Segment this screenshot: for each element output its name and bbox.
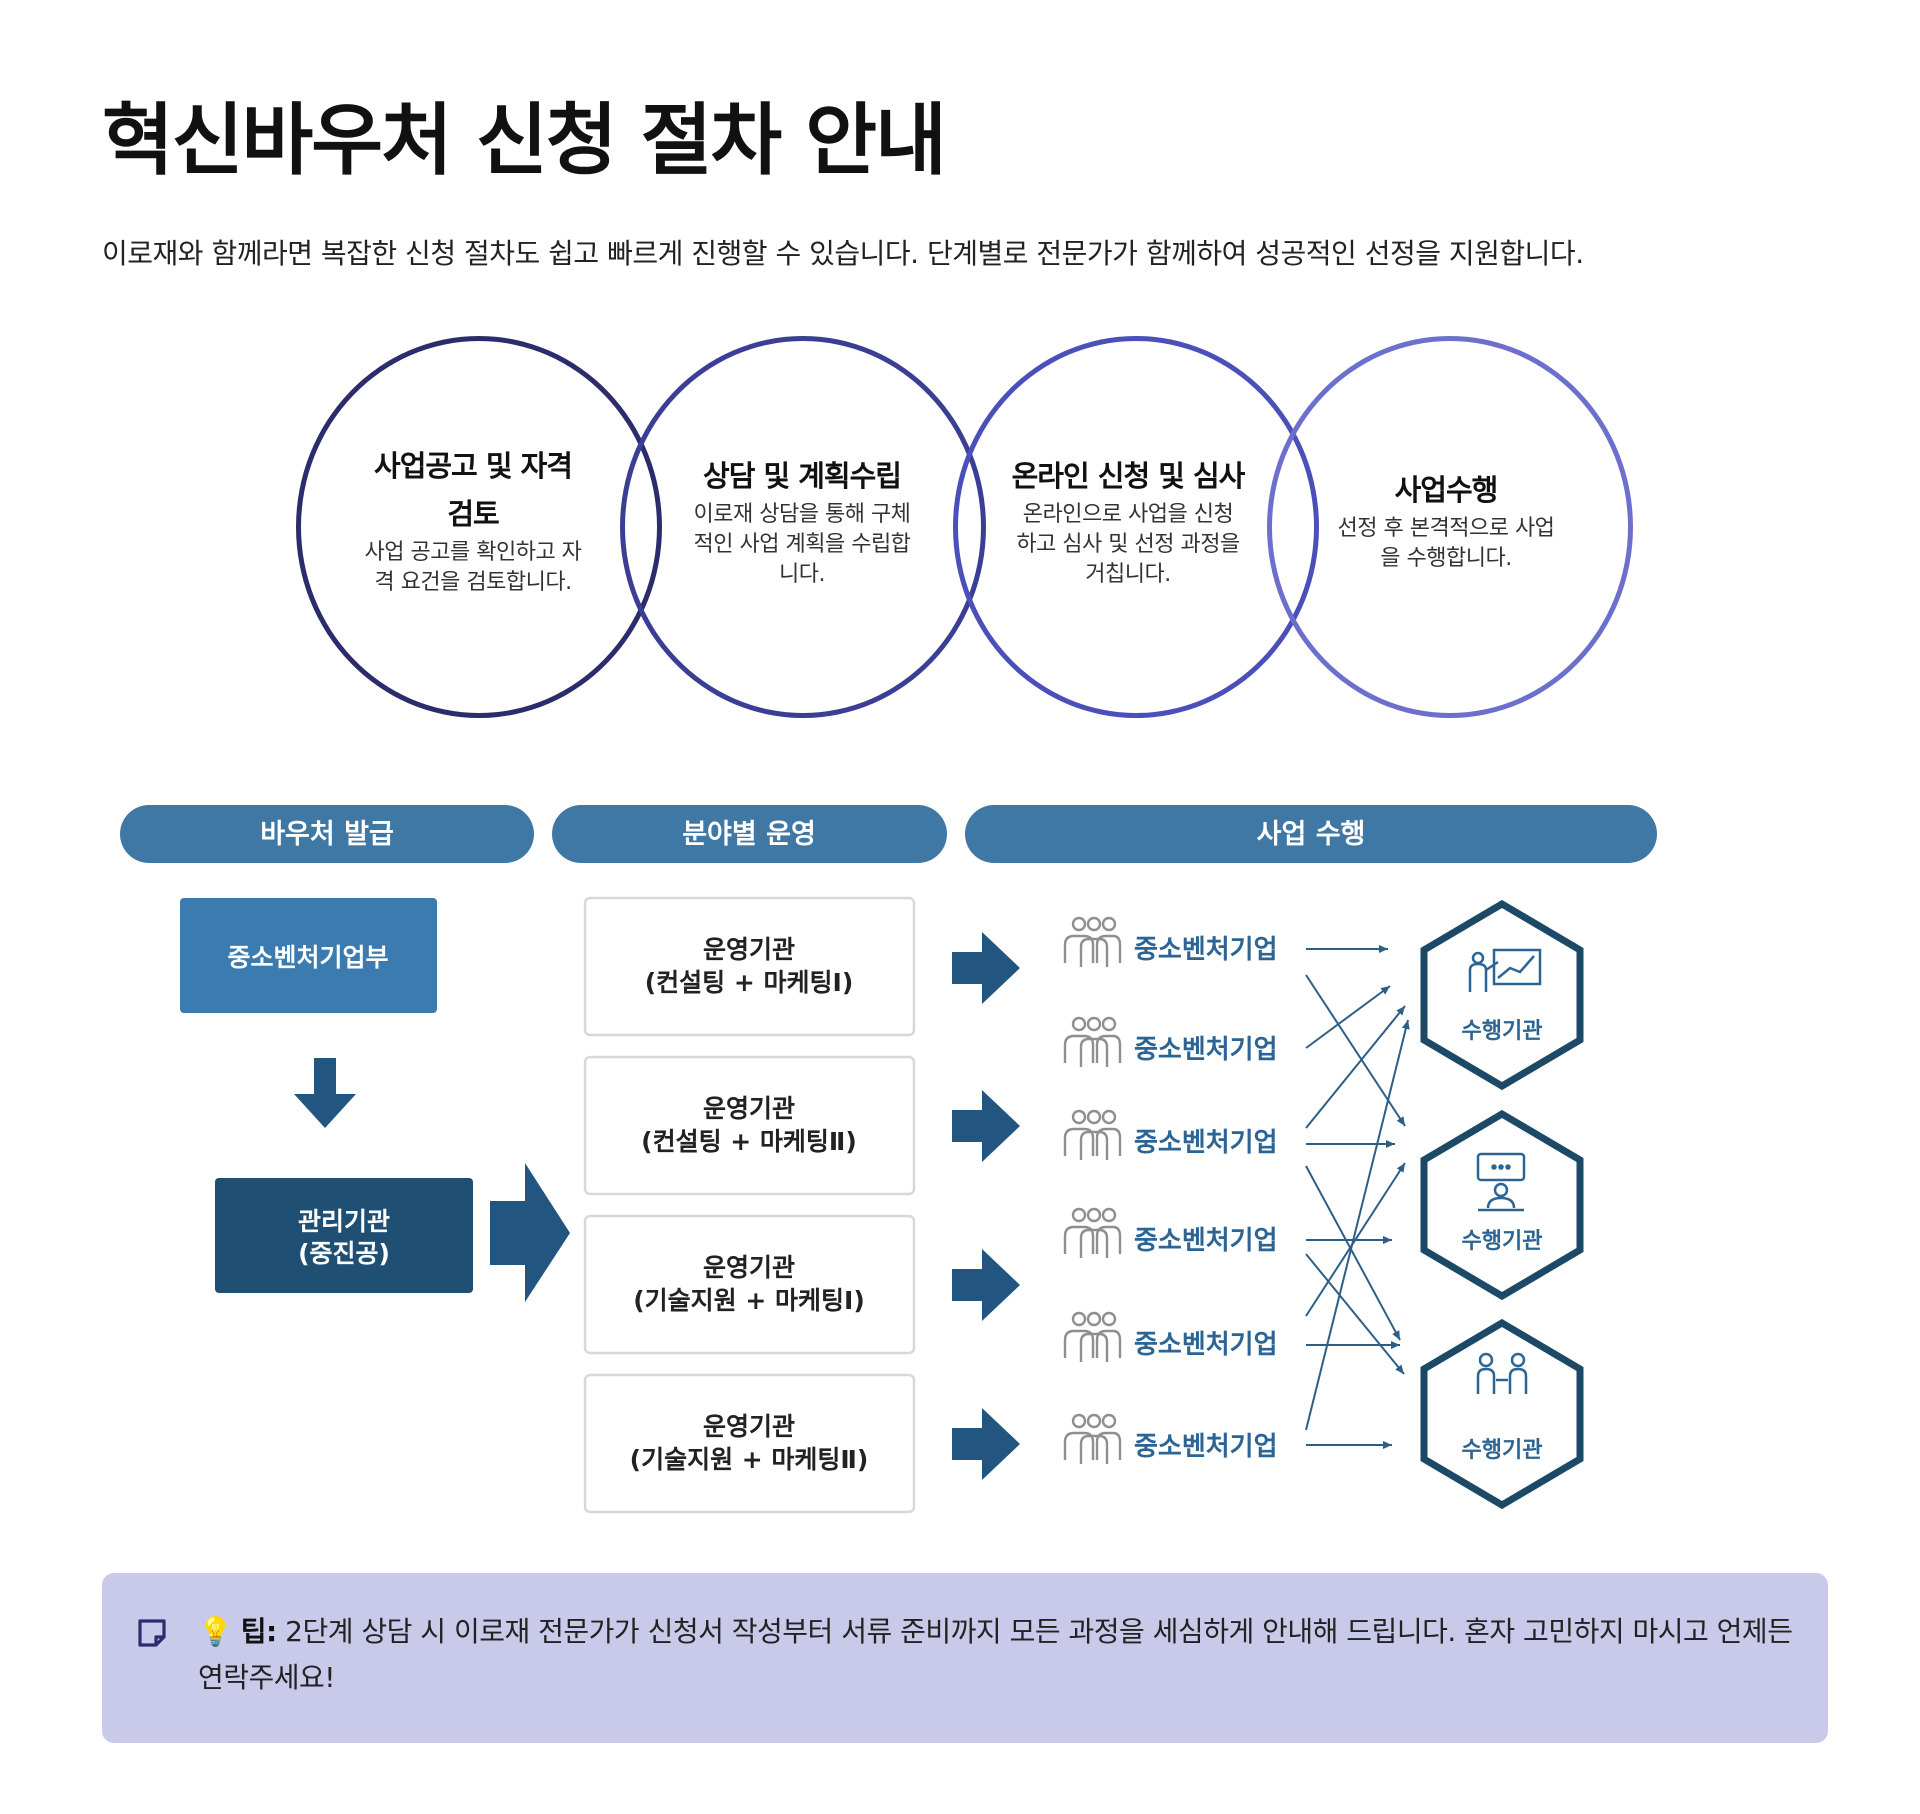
- company-label: 중소벤처기업: [1134, 1035, 1278, 1065]
- step-desc: 거칩니다.: [1085, 562, 1171, 587]
- step-1: 사업공고 및 자격 검토 사업 공고를 확인하고 자 격 요건을 검토합니다.: [345, 442, 601, 598]
- agency-label: (중진공): [298, 1239, 390, 1268]
- performer-hex-3: 수행기관: [1420, 1318, 1584, 1510]
- step-title: 상담 및 계획수립: [703, 459, 902, 493]
- operator-label: (기술지원 + 마케팅Ⅱ): [630, 1445, 869, 1474]
- people-group-icon: [1063, 1109, 1122, 1160]
- operator-box-1: 운영기관 (컨설팅 + 마케팅Ⅰ): [583, 896, 916, 1037]
- intro-text: 이로재와 함께라면 복잡한 신청 절차도 쉽고 빠르게 진행할 수 있습니다. …: [102, 237, 1584, 270]
- company-label: 중소벤처기업: [1134, 1432, 1278, 1462]
- header-voucher-issue: 바우처 발급: [120, 805, 534, 863]
- people-group-icon: [1063, 1016, 1122, 1067]
- header-label: 바우처 발급: [260, 819, 394, 850]
- operator-label: (컨설팅 + 마케팅Ⅱ): [641, 1127, 857, 1156]
- operator-label: (컨설팅 + 마케팅Ⅰ): [645, 968, 854, 997]
- step-desc: 온라인으로 사업을 신청: [1022, 502, 1234, 527]
- performer-hex-2: 수행기관: [1420, 1109, 1584, 1301]
- tip-body: 2단계 상담 시 이로재 전문가가 신청서 작성부터 서류 준비까지 모든 과정…: [198, 1615, 1793, 1694]
- agency-box: 관리기관 (중진공): [215, 1178, 473, 1293]
- company-label: 중소벤처기업: [1134, 935, 1278, 965]
- step-desc: 하고 심사 및 선정 과정을: [1016, 532, 1240, 557]
- page-title: 혁신바우처 신청 절차 안내: [102, 96, 947, 186]
- operator-label: (기술지원 + 마케팅Ⅰ): [633, 1286, 865, 1315]
- company-list: 중소벤처기업 중소벤처기업 중소벤처기업: [1063, 916, 1278, 1464]
- step-desc: 을 수행합니다.: [1380, 546, 1512, 571]
- step-desc: 적인 사업 계획을 수립합: [693, 532, 911, 557]
- people-group-icon: [1063, 916, 1122, 967]
- header-project-execution: 사업 수행: [965, 805, 1657, 863]
- step-4: 사업수행 선정 후 본격적으로 사업 을 수행합니다.: [1318, 466, 1574, 574]
- performer-label: 수행기관: [1462, 1019, 1543, 1044]
- operator-label: 운영기관: [703, 1412, 795, 1441]
- lightbulb-icon: 💡: [198, 1615, 233, 1648]
- step-desc: 격 요건을 검토합니다.: [374, 570, 572, 595]
- step-title: 사업수행: [1394, 473, 1499, 507]
- performer-hex-1: 수행기관: [1420, 899, 1584, 1091]
- operator-box-2: 운영기관 (컨설팅 + 마케팅Ⅱ): [583, 1055, 916, 1196]
- connection-lines: [1305, 945, 1410, 1449]
- right-big-arrow: [490, 1163, 570, 1302]
- step-desc: 니다.: [779, 562, 825, 587]
- ministry-label: 중소벤처기업부: [227, 943, 388, 972]
- voucher-flow-diagram: 바우처 발급 분야별 운영 사업 수행 중소벤처기업부 관리기관 (중진공) 운…: [120, 805, 1657, 1514]
- operator-label: 운영기관: [703, 1253, 795, 1282]
- operator-label: 운영기관: [703, 1094, 795, 1123]
- tip-label: 팁:: [240, 1615, 277, 1648]
- right-arrow: [952, 1249, 1020, 1321]
- people-group-icon: [1063, 1207, 1122, 1258]
- right-arrow: [952, 1090, 1020, 1162]
- right-arrow: [952, 1408, 1020, 1480]
- header-field-operation: 분야별 운영: [552, 805, 947, 863]
- agency-label: 관리기관: [298, 1207, 390, 1236]
- right-arrow: [952, 932, 1020, 1004]
- operator-label: 운영기관: [703, 935, 795, 964]
- presentation-chart-icon: [1468, 948, 1542, 992]
- step-desc: 사업 공고를 확인하고 자: [364, 540, 582, 565]
- step-desc: 선정 후 본격적으로 사업: [1337, 516, 1555, 541]
- header-label: 사업 수행: [1257, 819, 1366, 850]
- consulting-speech-icon: [1476, 1152, 1526, 1212]
- company-label: 중소벤처기업: [1134, 1128, 1278, 1158]
- step-2: 상담 및 계획수립 이로재 상담을 통해 구체 적인 사업 계획을 수립합 니다…: [674, 452, 930, 590]
- company-label: 중소벤처기업: [1134, 1226, 1278, 1256]
- down-arrow: [294, 1058, 356, 1128]
- step-title: 사업공고 및 자격: [374, 449, 573, 483]
- performer-label: 수행기관: [1462, 1229, 1543, 1254]
- tip-callout: 💡 팁: 2단계 상담 시 이로재 전문가가 신청서 작성부터 서류 준비까지 …: [102, 1573, 1828, 1743]
- tip-text: 💡 팁: 2단계 상담 시 이로재 전문가가 신청서 작성부터 서류 준비까지 …: [198, 1609, 1798, 1701]
- step-title: 온라인 신청 및 심사: [1011, 459, 1246, 493]
- performer-label: 수행기관: [1462, 1438, 1543, 1463]
- exchange-people-icon: [1476, 1352, 1528, 1394]
- header-label: 분야별 운영: [682, 819, 816, 850]
- note-icon: [138, 1619, 166, 1647]
- company-label: 중소벤처기업: [1134, 1330, 1278, 1360]
- ministry-box: 중소벤처기업부: [180, 898, 437, 1013]
- people-group-icon: [1063, 1413, 1122, 1464]
- step-circle-4: [1267, 336, 1633, 718]
- operator-box-3: 운영기관 (기술지원 + 마케팅Ⅰ): [583, 1214, 916, 1355]
- people-group-icon: [1063, 1311, 1122, 1362]
- step-3: 온라인 신청 및 심사 온라인으로 사업을 신청 하고 심사 및 선정 과정을 …: [1000, 452, 1256, 590]
- step-desc: 이로재 상담을 통해 구체: [693, 502, 911, 527]
- process-steps: 사업공고 및 자격 검토 사업 공고를 확인하고 자 격 요건을 검토합니다. …: [0, 320, 1920, 740]
- operator-box-4: 운영기관 (기술지원 + 마케팅Ⅱ): [583, 1373, 916, 1514]
- step-title: 검토: [447, 497, 499, 531]
